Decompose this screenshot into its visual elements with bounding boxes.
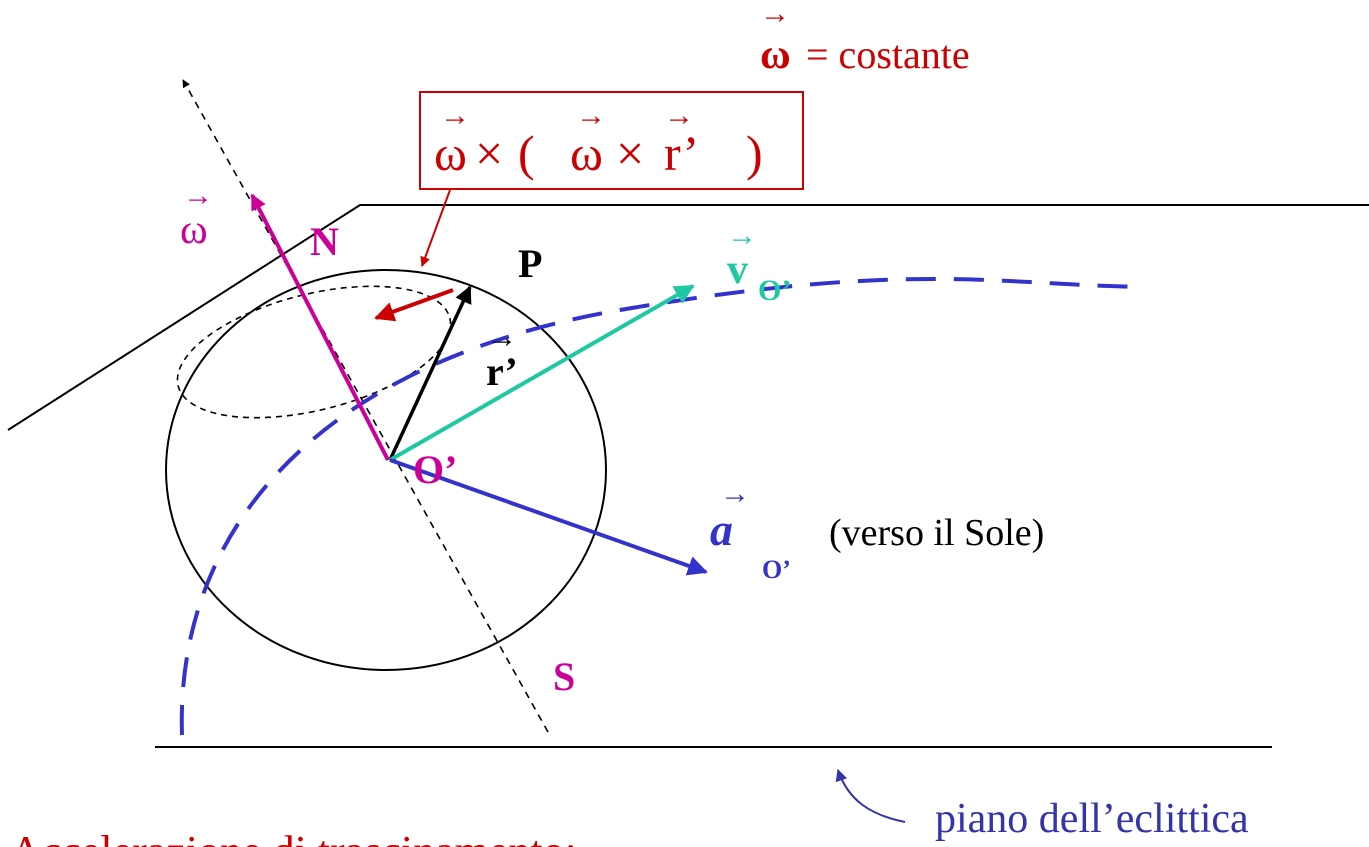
- south-label: S: [553, 654, 575, 699]
- svg-text:O’: O’: [758, 274, 791, 307]
- svg-text:ω: ω: [570, 125, 603, 181]
- acceleration-label: → a O’: [710, 477, 791, 584]
- earth-sphere: [165, 269, 607, 671]
- svg-text:r’: r’: [664, 125, 699, 181]
- centripetal-vector-arrow: [374, 288, 454, 322]
- formula-pointer-line: [420, 189, 451, 267]
- north-label: N: [310, 219, 339, 264]
- svg-text:ω: ω: [434, 125, 467, 181]
- svg-text:×: ×: [616, 125, 644, 181]
- svg-text:→: →: [727, 219, 757, 252]
- omega-constant-label: → ω = costante: [760, 0, 970, 78]
- r-prime-vector-arrow: [388, 285, 472, 461]
- svg-text:→: →: [440, 99, 470, 132]
- svg-text:(: (: [518, 125, 535, 181]
- svg-text:O’: O’: [762, 555, 791, 584]
- orbit-path: [179, 277, 1146, 736]
- svg-text:= costante: = costante: [806, 32, 970, 77]
- svg-text:×: ×: [475, 125, 503, 181]
- svg-text:→: →: [760, 0, 790, 30]
- velocity-vector-arrow: [389, 284, 695, 462]
- origin-label: O’: [413, 447, 457, 492]
- velocity-label: → v O’: [727, 219, 791, 307]
- formula-text: ω × ( ω × r’ ) → → →: [434, 99, 763, 181]
- ecliptic-plane-label: piano dell’eclittica: [935, 796, 1249, 842]
- r-prime-label: → r’: [486, 321, 518, 394]
- toward-sun-label: (verso il Sole): [829, 512, 1044, 554]
- point-p-label: P: [518, 241, 542, 286]
- svg-text:): ): [746, 125, 763, 181]
- svg-text:ω: ω: [180, 207, 208, 253]
- latitude-circle: [176, 285, 452, 419]
- caption-title: Accelerazione di trascinamento:: [10, 827, 577, 847]
- omega-vector-arrow: [250, 193, 390, 461]
- ecliptic-pointer: [835, 768, 906, 823]
- svg-text:r’: r’: [486, 349, 518, 394]
- svg-text:a: a: [710, 504, 733, 555]
- svg-text:→: →: [487, 321, 517, 354]
- svg-text:→: →: [664, 99, 694, 132]
- svg-text:→: →: [183, 179, 213, 212]
- svg-text:→: →: [576, 99, 606, 132]
- svg-text:ω: ω: [760, 32, 791, 78]
- svg-text:v: v: [727, 247, 748, 293]
- formula-box: [419, 91, 804, 190]
- omega-vector-label: → ω: [180, 179, 213, 253]
- svg-text:→: →: [720, 477, 750, 510]
- acceleration-vector-arrow: [389, 458, 708, 576]
- plane-outline: [7, 204, 1369, 431]
